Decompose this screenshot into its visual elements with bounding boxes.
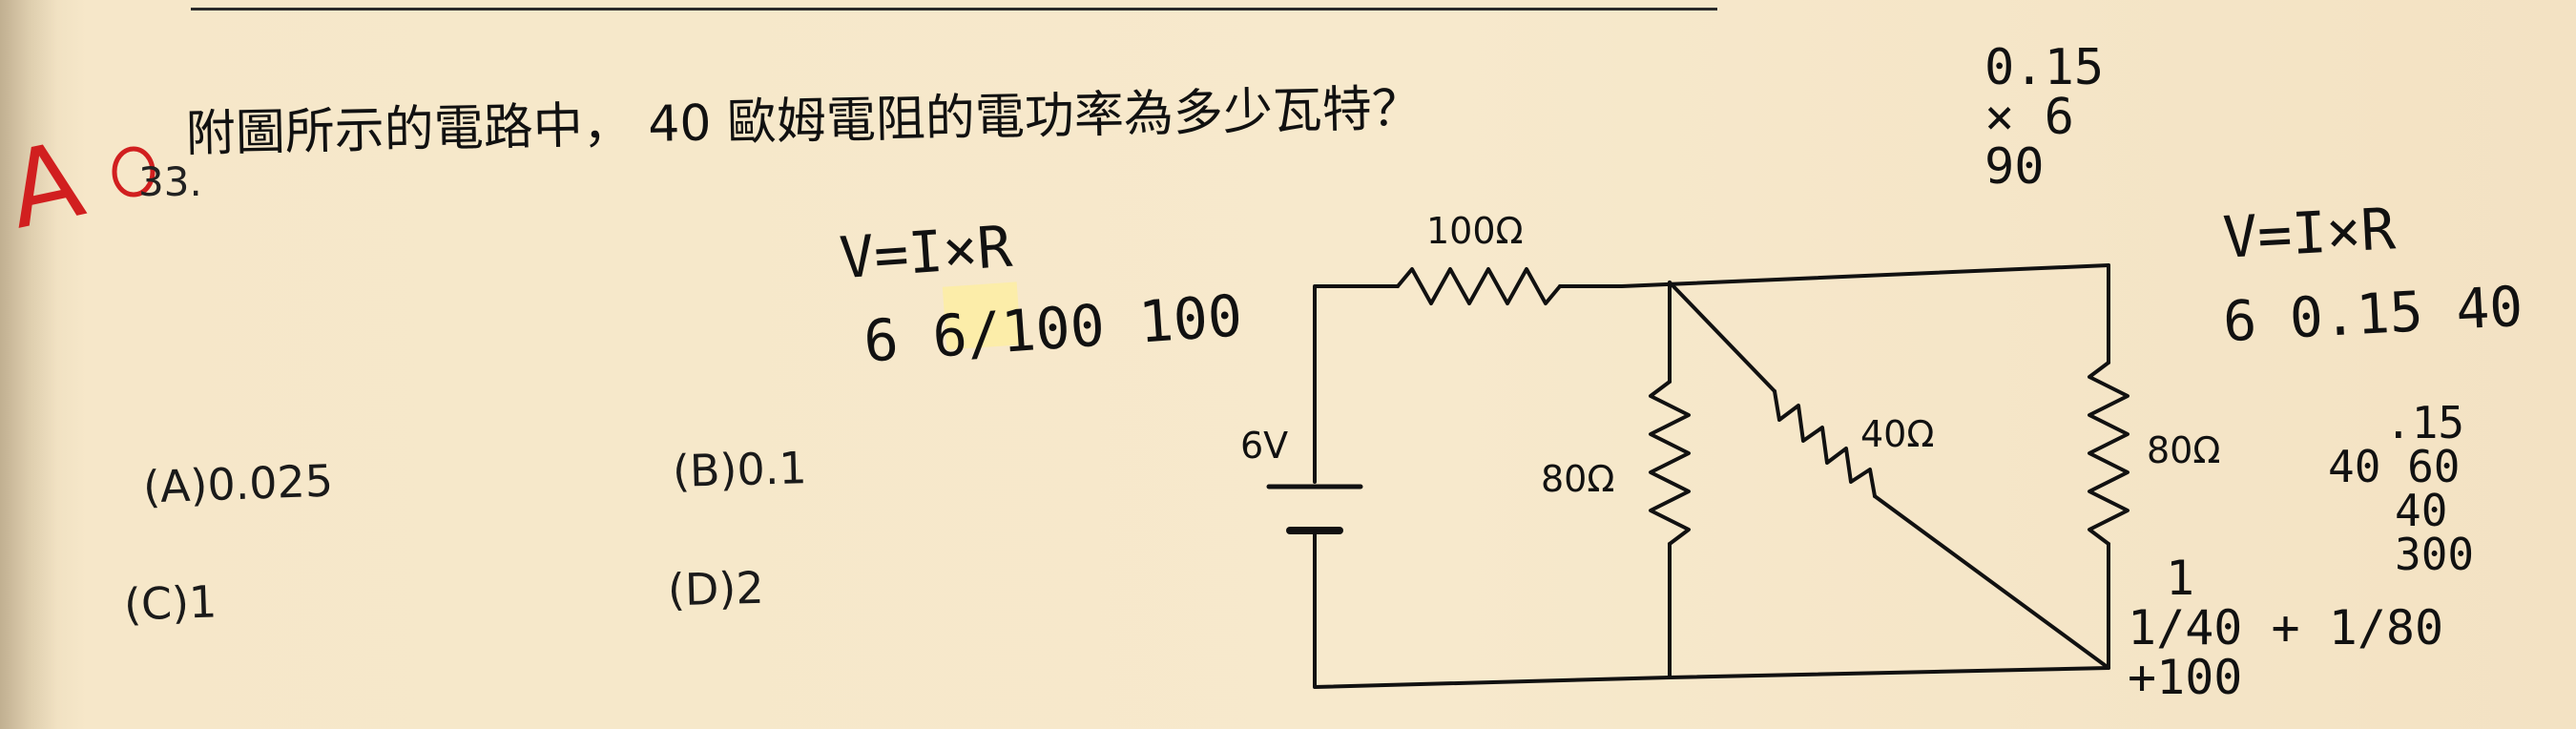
- note-top-right-line2: × 6: [1984, 89, 2074, 146]
- note-bottom-right-line1: 1: [2166, 551, 2195, 606]
- option-c: (C)1: [123, 575, 218, 631]
- option-b: (B)0.1: [672, 442, 808, 497]
- resistor-40: [1773, 389, 1877, 498]
- note-top-right: 0.15 × 6 90: [1984, 43, 2104, 192]
- bottom-cropped-text: [315, 714, 811, 729]
- label-resistor-80-right: 80Ω: [2147, 429, 2220, 471]
- wire-top-right: [1558, 263, 2110, 288]
- wire-diag-bottom: [1873, 494, 2110, 670]
- note-mid-right-line2: 40 60: [2328, 441, 2461, 492]
- note-mid-right-line4: 300: [2395, 529, 2475, 580]
- wire-diag-top: [1668, 281, 1776, 393]
- label-resistor-40: 40Ω: [1860, 413, 1934, 455]
- note-top-right-line3: 90: [1984, 138, 2045, 196]
- circuit-diagram: 6V 100Ω 80Ω 40Ω 80Ω: [1240, 210, 2220, 689]
- wire-bottom: [1313, 552, 2110, 689]
- question-number: 33.: [138, 158, 202, 205]
- label-resistor-80-mid: 80Ω: [1541, 458, 1614, 500]
- option-a: (A)0.025: [142, 454, 334, 513]
- wire-top-left: [1313, 284, 1400, 484]
- note-right-formula: V=I×R: [2221, 196, 2398, 272]
- note-mid-right-line1: .15: [2385, 397, 2465, 448]
- top-fragment: [1803, 0, 1965, 13]
- top-rule-line: [191, 8, 1717, 10]
- note-left-formula: V=I×R: [837, 213, 1014, 293]
- note-mid-right: .15 40 60 40 300: [2328, 401, 2474, 576]
- note-mid-right-line3: 40: [2395, 485, 2448, 536]
- page-shadow: [0, 0, 57, 729]
- option-d: (D)2: [667, 561, 765, 616]
- resistor-80-mid: [1649, 380, 1691, 546]
- note-bottom-right-fraction: 1/40 + 1/80: [2128, 600, 2444, 656]
- label-resistor-100: 100Ω: [1426, 210, 1524, 252]
- red-circle-mark: [112, 146, 156, 198]
- resistor-80-right: [2088, 361, 2129, 546]
- note-bottom-right-line2: 1/40 + 1/80 +100: [2128, 603, 2576, 702]
- note-bottom-right: 1 1/40 + 1/80 +100: [2128, 553, 2576, 702]
- note-bottom-right-plus: +100: [2128, 650, 2243, 705]
- note-top-right-line1: 0.15: [1984, 39, 2105, 96]
- label-battery: 6V: [1240, 425, 1288, 467]
- resistor-100: [1396, 267, 1562, 305]
